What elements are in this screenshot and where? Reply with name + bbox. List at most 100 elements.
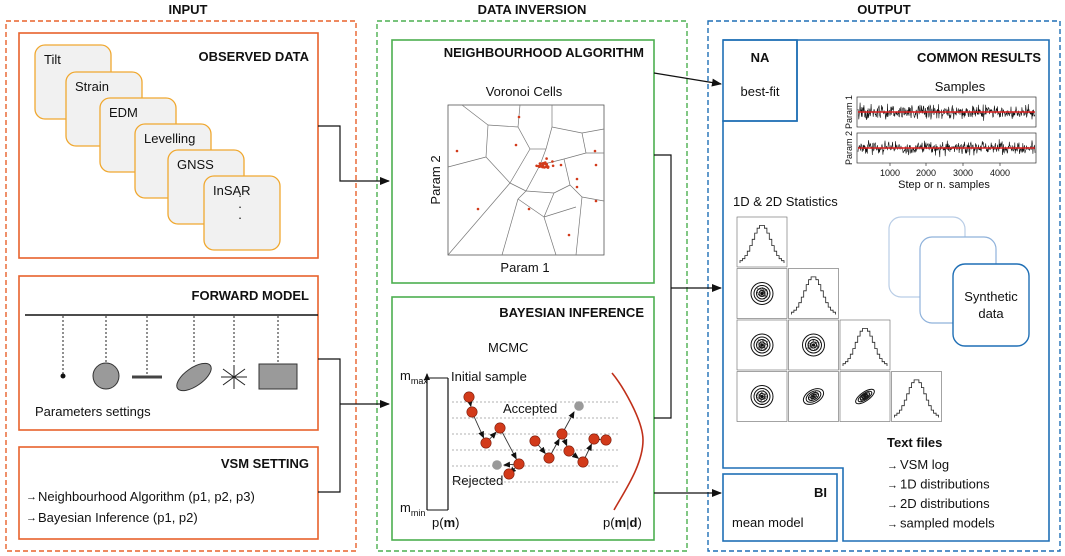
observed-card-label-1: Strain: [75, 79, 109, 94]
mcmc-accepted-sample-8: [563, 445, 575, 457]
stat-cell-3-3: [891, 371, 942, 422]
stat-cell-2-2: [839, 319, 891, 371]
samples-title: Samples: [935, 79, 986, 94]
mcmc-accepted-sample-10: [588, 433, 600, 445]
mcmc-accepted-sample-2: [480, 437, 492, 449]
bi-box: [391, 296, 655, 541]
mcmc-accepted-sample-5: [529, 435, 541, 447]
voronoi-sample-32: [543, 166, 546, 169]
observed-card-label-0: Tilt: [44, 52, 61, 67]
common-results-title: COMMON RESULTS: [917, 50, 1041, 65]
section-header-input: INPUT: [169, 2, 208, 17]
trace-xlabel: Step or n. samples: [898, 179, 990, 191]
voronoi-title: Voronoi Cells: [486, 84, 563, 99]
voronoi-sample-35: [542, 161, 546, 165]
voronoi-edge-18: [539, 148, 547, 166]
observed-ellipsis-dot-1: ·: [238, 199, 242, 214]
voronoi-edge-24: [569, 184, 583, 198]
mcmc-rejected-sample-0: [492, 460, 502, 470]
statistics-matrix: [736, 216, 942, 422]
observed-card-label-5: InSAR: [213, 183, 251, 198]
voronoi-cells: [447, 104, 605, 256]
mcmc-accepted-sample-0: [463, 391, 475, 403]
stat-cell-1-0: [736, 268, 788, 319]
mcmc-accepted-sample-9: [577, 456, 589, 468]
voronoi-edge-6: [545, 126, 553, 150]
forward-model-title: FORWARD MODEL: [192, 288, 310, 303]
voronoi-sample-7: [594, 163, 598, 167]
forward-model-box: [18, 275, 319, 431]
voronoi-edge-2: [487, 124, 519, 128]
synthetic-label-1: Synthetic: [964, 289, 1018, 304]
connector-na-to-bestfit: [653, 72, 722, 87]
voronoi-edge-28: [517, 198, 545, 218]
voronoi-edge-29: [517, 190, 527, 200]
bi-title: BAYESIAN INFERENCE: [499, 305, 644, 320]
source-sphere: [92, 316, 120, 390]
text-file-1: 1D distributions: [900, 477, 990, 492]
source-dyke: [258, 316, 298, 390]
connector-input-to-bi: [318, 358, 390, 493]
voronoi-edge-12: [447, 156, 487, 168]
synthetic-card-front: [952, 263, 1030, 347]
best-fit-label: best-fit: [740, 84, 779, 99]
trace-tick-2000: 2000: [916, 168, 936, 178]
mcmc-step-3: [499, 427, 517, 460]
observed-card-label-4: GNSS: [177, 157, 214, 172]
voronoi-sample-20: [546, 165, 550, 168]
trace-label-param2: Param 2: [844, 131, 854, 165]
na-bestfit-box: [722, 39, 798, 122]
observed-card-label-3: Levelling: [144, 131, 195, 146]
section-header-inversion: DATA INVERSION: [478, 2, 587, 17]
rejected-label: Rejected: [452, 473, 503, 488]
voronoi-sample-24: [551, 160, 554, 163]
source-point: [60, 316, 66, 379]
trace-series-param2: [857, 139, 1036, 158]
stat-cell-3-1: [788, 371, 839, 422]
vsm-item-na: Neighbourhood Algorithm (p1, p2, p3): [38, 489, 255, 504]
observed-card-label-2: EDM: [109, 105, 138, 120]
voronoi-sample-10: [559, 163, 563, 167]
mcmc-rejected-sample-1: [574, 401, 584, 411]
vsm-setting-box: [18, 446, 319, 540]
text-file-bullet-0: →: [887, 460, 898, 472]
voronoi-edge-30: [501, 198, 519, 256]
voronoi-plot-frame: [447, 104, 605, 256]
text-file-0: VSM log: [900, 457, 949, 472]
observed-card-5: InSAR: [203, 175, 281, 251]
mean-model-label: mean model: [732, 515, 804, 530]
text-file-bullet-1: →: [887, 480, 898, 492]
voronoi-edge-1: [485, 124, 489, 158]
voronoi-sample-28: [537, 164, 540, 168]
text-file-2: 2D distributions: [900, 496, 990, 511]
output-section-frame: [707, 20, 1061, 552]
observed-ellipsis-dot-0: ·: [238, 188, 242, 203]
trace-label-param1: Param 1: [844, 95, 854, 129]
source-sill: [132, 316, 162, 379]
stat-cell-3-2: [839, 371, 891, 422]
text-file-bullet-2: →: [887, 499, 898, 511]
voronoi-edge-21: [563, 158, 571, 186]
posterior-curve: [611, 372, 644, 511]
text-file-3: sampled models: [900, 516, 995, 531]
observed-ellipsis-dot-2: ·: [238, 210, 242, 225]
voronoi-sample-1: [517, 115, 521, 119]
m-min-label: mmin: [400, 500, 425, 518]
trace-tick-4000: 4000: [990, 168, 1010, 178]
stat-cell-2-0: [736, 319, 788, 371]
observed-data-box: [18, 32, 319, 259]
na-title: NEIGHBOURHOOD ALGORITHM: [444, 45, 644, 60]
voronoi-edge-0: [461, 104, 489, 126]
mcmc-accepted-sample-1: [466, 406, 478, 418]
section-header-output: OUTPUT: [857, 2, 911, 17]
voronoi-edge-16: [509, 182, 527, 192]
stat-cell-2-1: [788, 319, 839, 371]
statistics-title: 1D & 2D Statistics: [733, 194, 838, 209]
mcmc-chain: [452, 391, 620, 483]
vsm-item-bi: Bayesian Inference (p1, p2): [38, 510, 198, 525]
m-max-label: mmax: [400, 368, 428, 386]
mcmc-accepted-sample-7: [556, 428, 568, 440]
voronoi-sample-5: [567, 233, 571, 237]
